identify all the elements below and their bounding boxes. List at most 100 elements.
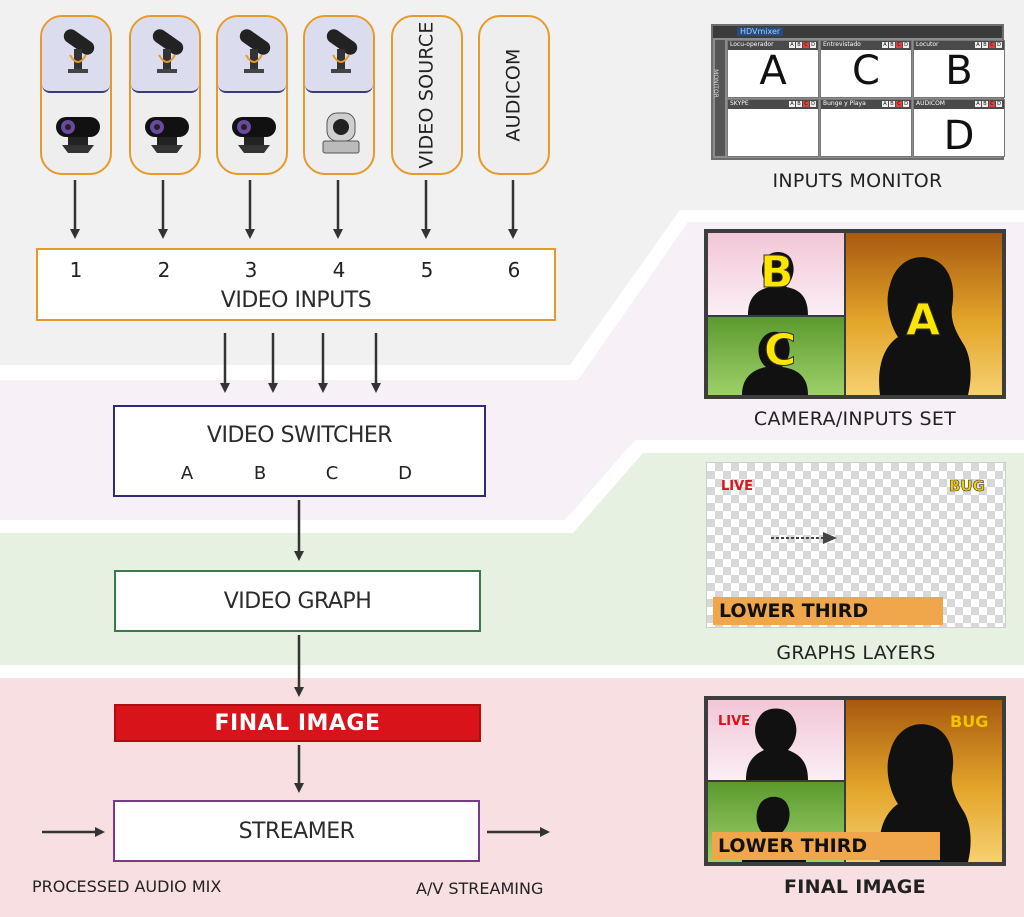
final-image-bar-title: FINAL IMAGE [214, 710, 381, 736]
mic-section [305, 17, 373, 93]
input-pill-video-source: VIDEO SOURCE [391, 15, 463, 175]
monitor-titlebar: HDVmixer [713, 26, 1002, 38]
cam-b-label: B [760, 247, 795, 299]
streamer-title: STREAMER [238, 818, 355, 844]
video-graph-title: VIDEO GRAPH [223, 588, 372, 614]
input-number-3: 3 [244, 258, 258, 282]
monitor-tally-button[interactable]: C [989, 101, 995, 107]
monitor-cell-letter: B [945, 48, 973, 94]
graphs-lower-third-label: LOWER THIRD [719, 600, 869, 622]
monitor-cell-name: Locu-operador [730, 41, 774, 48]
monitor-tally-button[interactable]: D [996, 42, 1002, 48]
video-switcher-title: VIDEO SWITCHER [206, 423, 393, 448]
video-inputs-title: VIDEO INPUTS [220, 288, 372, 313]
monitor-tally-button[interactable]: D [903, 101, 909, 107]
camera-set-screen: B C A [704, 229, 1006, 399]
monitor-tally-button[interactable]: C [989, 42, 995, 48]
monitor-cell-name: AUDICOM [916, 100, 945, 107]
microphone-icon [63, 29, 95, 73]
av-out-label: A/V STREAMING [416, 879, 544, 898]
monitor-tally-button[interactable]: C [896, 42, 902, 48]
final-lower-third: LOWER THIRD [712, 832, 940, 860]
cam-b-silhouette [748, 252, 808, 315]
cam-b-tile: B [708, 233, 844, 315]
final-preview-caption: FINAL IMAGE [784, 876, 926, 898]
monitor-tally-button[interactable]: A [882, 101, 888, 107]
monitor-tally-button[interactable]: D [996, 101, 1002, 107]
cam-a-tile: A [846, 233, 1002, 395]
microphone-icon [152, 29, 184, 73]
audio-in-label: PROCESSED AUDIO MIX [32, 877, 222, 896]
monitor-tally-button[interactable]: B [796, 42, 802, 48]
microphone-icon [326, 29, 358, 73]
final-bug-label: BUG [950, 712, 989, 731]
monitor-tally-button[interactable]: D [810, 101, 816, 107]
video-inputs-box: VIDEO INPUTS [36, 248, 556, 321]
input-pill-1 [40, 15, 112, 175]
input-pill-4 [303, 15, 375, 175]
monitor-app-title: HDVmixer [737, 27, 784, 36]
monitor-tally-button[interactable]: B [982, 101, 988, 107]
webcam-icon [145, 117, 189, 153]
monitor-tally-button[interactable]: B [889, 42, 895, 48]
graphs-live-label: LIVE [721, 479, 754, 494]
input-pill-2 [129, 15, 201, 175]
final-tile-right-silhouette [879, 724, 971, 862]
final-tile-top-left-silhouette [746, 708, 808, 780]
final-image-bar: FINAL IMAGE [114, 704, 481, 742]
input-number-2: 2 [157, 258, 171, 282]
monitor-tally-button[interactable]: D [903, 42, 909, 48]
monitor-tally-button[interactable]: A [975, 101, 981, 107]
input-number-1: 1 [69, 258, 83, 282]
monitor-tally-button[interactable]: C [803, 42, 809, 48]
final-live-label: LIVE [718, 714, 751, 729]
ptz-camera-icon [322, 112, 360, 154]
monitor-tally-button[interactable]: D [810, 42, 816, 48]
graphs-arrow-icon [771, 532, 837, 544]
streamer-box: STREAMER [113, 800, 480, 862]
video-switcher-box: VIDEO SWITCHER [113, 405, 486, 497]
monitor-tally-button[interactable]: A [975, 42, 981, 48]
monitor-cell-name: Entrevistado [823, 41, 861, 48]
monitor-tally-button[interactable]: B [889, 101, 895, 107]
mic-section [218, 17, 286, 93]
monitor-tally-button[interactable]: A [789, 42, 795, 48]
monitor-tally-button[interactable]: C [896, 101, 902, 107]
input-number-4: 4 [332, 258, 346, 282]
monitor-cell-name: Locutor [916, 41, 939, 48]
monitor-tally-button[interactable]: A [882, 42, 888, 48]
mic-section [131, 17, 199, 93]
monitor-tally-button[interactable]: B [796, 101, 802, 107]
graphs-lower-third: LOWER THIRD [713, 597, 943, 625]
monitor-cell-letter: C [852, 48, 880, 94]
switcher-letter-a: A [180, 463, 194, 484]
monitor-cell-name: SKYPE [730, 100, 749, 107]
input-pill-audicom: AUDICOM [478, 15, 550, 175]
monitor-side-label: MONITOR [711, 69, 719, 98]
monitor-tally-button[interactable]: A [789, 101, 795, 107]
cam-c-silhouette [742, 331, 808, 395]
cam-a-silhouette [879, 257, 971, 395]
mic-section [42, 17, 110, 93]
cam-a-label: A [905, 295, 941, 347]
monitor-tally-button[interactable]: C [803, 101, 809, 107]
monitor-tally-button[interactable]: B [982, 42, 988, 48]
cam-c-tile: C [708, 317, 844, 395]
webcam-icon [56, 117, 100, 153]
monitor-cell-name: Bunge y Playa [823, 100, 866, 107]
webcam-icon [232, 117, 276, 153]
